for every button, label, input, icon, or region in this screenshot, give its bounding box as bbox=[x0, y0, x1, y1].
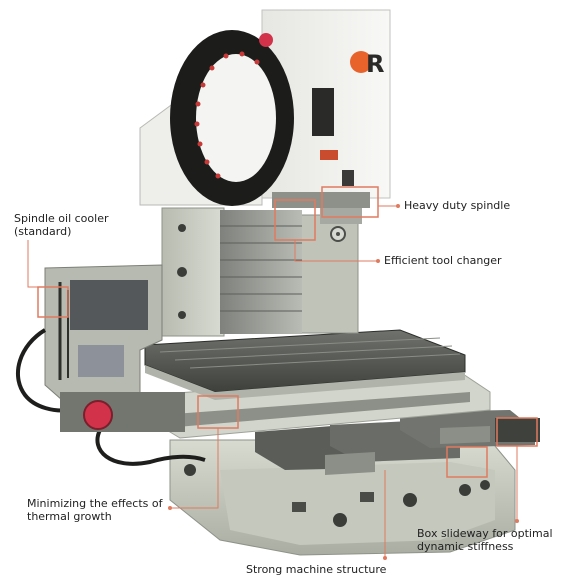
leader-dot-spindle bbox=[396, 204, 400, 208]
label-strong-machine-structure: Strong machine structure bbox=[246, 563, 387, 576]
leader-dot-tool-changer bbox=[376, 259, 380, 263]
side-cabinet bbox=[15, 264, 206, 466]
label-thermal-growth: Minimizing the effects of thermal growth bbox=[27, 497, 162, 523]
callout-box-structure bbox=[446, 446, 488, 478]
leader-tool-changer bbox=[294, 240, 378, 262]
label-spindle-oil-cooler-line-2: (standard) bbox=[14, 225, 72, 238]
label-box-slideway-line-2: dynamic stiffness bbox=[417, 540, 514, 553]
box-slideway bbox=[255, 410, 540, 475]
label-box-slideway: Box slideway for optimal dynamic stiffne… bbox=[417, 527, 553, 553]
leader-lines bbox=[27, 205, 518, 558]
z-axis-bellows bbox=[220, 210, 302, 334]
svg-text:R: R bbox=[366, 50, 384, 78]
leader-dot-box-slideway bbox=[515, 519, 519, 523]
leader-dots bbox=[168, 204, 519, 560]
tool-magazine bbox=[170, 30, 294, 206]
label-spindle-oil-cooler: Spindle oil cooler (standard) bbox=[14, 212, 109, 238]
label-heavy-duty-spindle: Heavy duty spindle bbox=[404, 199, 511, 212]
leader-oil-cooler bbox=[27, 240, 38, 288]
label-thermal-growth-line-1: Minimizing the effects of bbox=[27, 497, 163, 510]
label-spindle-oil-cooler-line-1: Spindle oil cooler bbox=[14, 212, 109, 225]
work-table bbox=[144, 329, 466, 400]
label-efficient-tool-changer: Efficient tool changer bbox=[384, 254, 502, 267]
leader-dot-thermal bbox=[168, 506, 172, 510]
leader-dot-structure bbox=[383, 556, 387, 560]
leader-thermal bbox=[170, 428, 219, 509]
callout-box-spindle bbox=[321, 186, 379, 218]
callout-box-oil-cooler bbox=[37, 286, 69, 318]
brand-logo: R bbox=[350, 50, 384, 78]
machine-base bbox=[169, 439, 516, 556]
label-box-slideway-line-1: Box slideway for optimal bbox=[417, 527, 553, 540]
label-thermal-growth-line-2: thermal growth bbox=[27, 510, 112, 523]
